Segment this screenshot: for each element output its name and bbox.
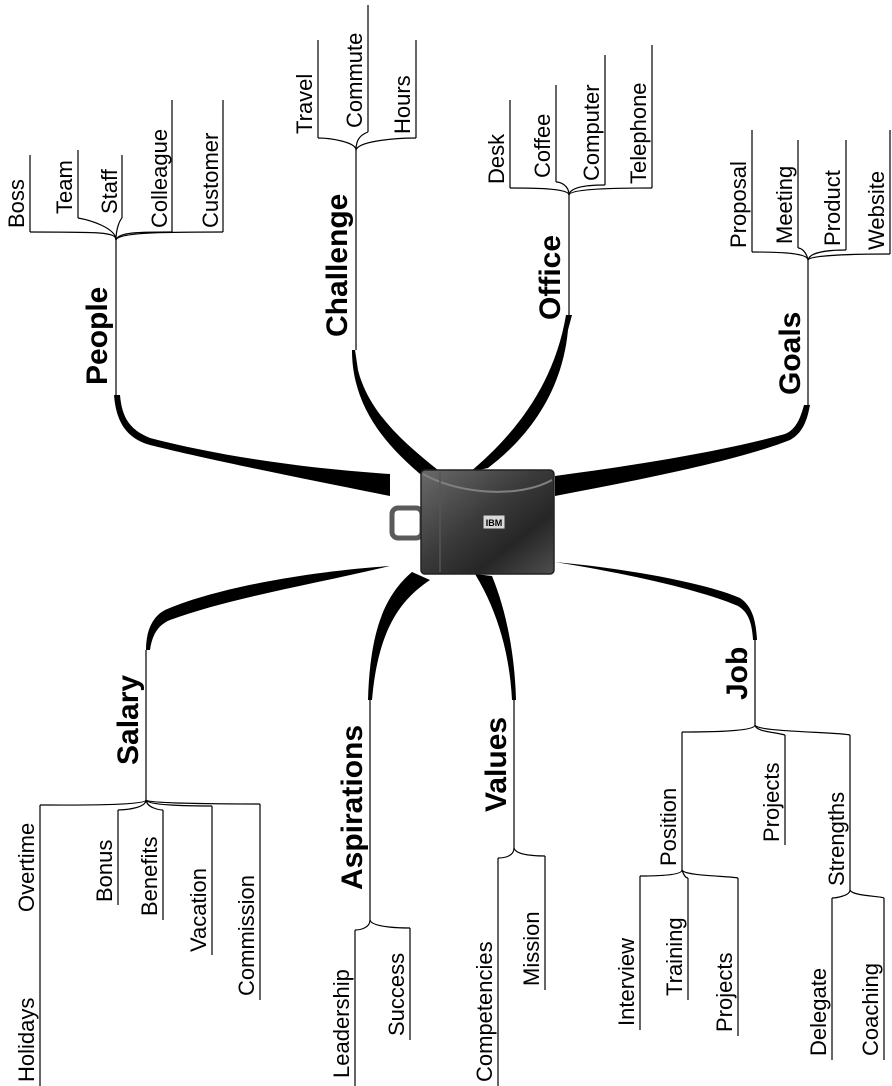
branch-challenge-connector [352,350,438,478]
branch-label-values: Values [480,717,513,812]
sub-label-strengths: Strengths [824,792,849,886]
sub-label-bonus: Bonus [92,840,117,902]
briefcase-label: IBM [486,518,503,528]
sub-label-computer: Computer [579,84,604,181]
branch-label-challenge: Challenge [321,194,354,337]
branch-people-connector [114,395,390,496]
sub-label-interview: Interview [614,938,639,1026]
sub-label-hours: Hours [390,75,415,134]
briefcase-icon: IBM [389,469,555,575]
sub-label-product: Product [820,170,845,246]
sub-label-coffee: Coffee [530,114,555,178]
sub-label-benefits: Benefits [137,837,162,917]
sub-label-boss: Boss [4,179,29,228]
sub-label-position: Position [656,788,681,866]
sub-label-travel: Travel [292,74,317,134]
branch-job-connector [555,546,757,640]
branch-values-connector [475,574,516,700]
sub-label-holidays: Holidays [14,998,39,1082]
sub-label-commute: Commute [342,33,367,128]
branch-office-connector [470,315,572,472]
sub-label-position-projects: Projects [712,953,737,1032]
sub-label-customer: Customer [198,133,223,228]
sub-label-training: Training [662,917,687,996]
sub-label-proposal: Proposal [726,161,751,248]
branch-label-aspirations: Aspirations [336,725,369,890]
sub-label-team: Team [52,160,77,214]
sub-label-desk: Desk [484,133,509,184]
sub-label-commission: Commission [234,875,259,996]
branch-salary-connector [146,550,390,650]
sub-connectors [29,5,891,1086]
briefcase-latch [482,514,506,530]
branch-label-office: Office [534,235,567,320]
main-labels: People Challenge Office Goals Salary Asp… [81,194,807,890]
branch-label-salary: Salary [112,675,145,765]
main-branches [114,315,810,700]
sub-label-competencies: Competencies [472,941,497,1082]
sub-label-delegate: Delegate [806,968,831,1056]
branch-goals-connector [555,405,810,496]
branch-aspirations-connector [368,572,430,700]
briefcase-handle [389,505,425,541]
sub-label-job-projects: Projects [759,763,784,842]
sub-label-vacation: Vacation [186,868,211,952]
sub-label-success: Success [384,953,409,1036]
sub-label-colleague: Colleague [147,129,172,228]
sub-label-coaching: Coaching [858,963,883,1056]
sub-label-website: Website [864,171,889,250]
branch-label-job: Job [721,647,754,700]
sub-label-telephone: Telephone [626,82,651,184]
sub-label-mission: Mission [519,911,544,986]
sub-label-overtime: Overtime [14,823,39,912]
sub-label-staff: Staff [97,168,122,214]
sub-label-meeting: Meeting [772,166,797,244]
sub-label-leadership: Leadership [329,969,354,1078]
branch-label-goals: Goals [774,312,807,395]
branch-label-people: People [81,287,114,385]
sub-labels: Boss Team Staff Colleague Customer Trave… [4,33,889,1082]
